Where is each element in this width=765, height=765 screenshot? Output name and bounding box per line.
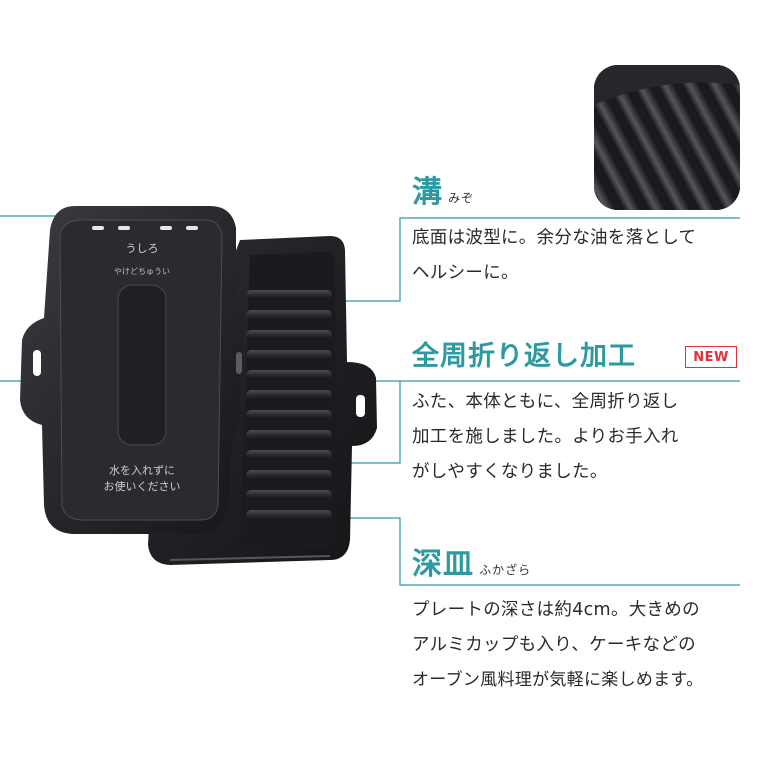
- section-deep: 深皿 ふかざら: [412, 550, 531, 580]
- section-deep-line-2: アルミカップも入り、ケーキなどの: [412, 635, 696, 655]
- lid-print-top: うしろ: [126, 242, 159, 255]
- section-groove-line-1: 底面は波型に。余分な油を落として: [412, 228, 697, 248]
- section-groove-ruby: みぞ: [448, 191, 475, 205]
- section-deep-line-1: プレートの深さは約4cm。大きめの: [412, 600, 700, 620]
- section-rim-line-2: 加工を施しました。よりお手入れ: [412, 427, 679, 447]
- section-rim-line-1: ふた、本体ともに、全周折り返し: [412, 392, 679, 412]
- section-rim-title: 全周折り返し加工: [412, 341, 636, 372]
- section-groove-title: 溝: [412, 175, 443, 210]
- leader-deep-to-pan: [309, 517, 740, 586]
- section-rim-line-3: がしやすくなりました。: [412, 462, 608, 482]
- grill-lid: うしろ やけどちゅうい 水を入れずに お使いください: [20, 206, 245, 534]
- section-deep-line-3: オーブン風料理が気軽に楽しめます。: [412, 670, 704, 690]
- pan-grooves: [246, 290, 332, 520]
- section-groove-line-2: ヘルシーに。: [412, 263, 519, 283]
- section-deep-ruby: ふかざら: [479, 563, 532, 577]
- lid-print-warning: やけどちゅうい: [114, 267, 170, 276]
- new-badge: NEW: [685, 346, 737, 368]
- section-groove: 溝 みぞ: [412, 178, 474, 208]
- lid-print-bottom-2: お使いください: [104, 480, 181, 493]
- product-illustration: うしろ やけどちゅうい 水を入れずに お使いください: [20, 206, 377, 565]
- groove-closeup-image: [594, 65, 740, 210]
- section-deep-title: 深皿: [412, 547, 474, 582]
- lid-print-bottom-1: 水を入れずに: [109, 464, 175, 477]
